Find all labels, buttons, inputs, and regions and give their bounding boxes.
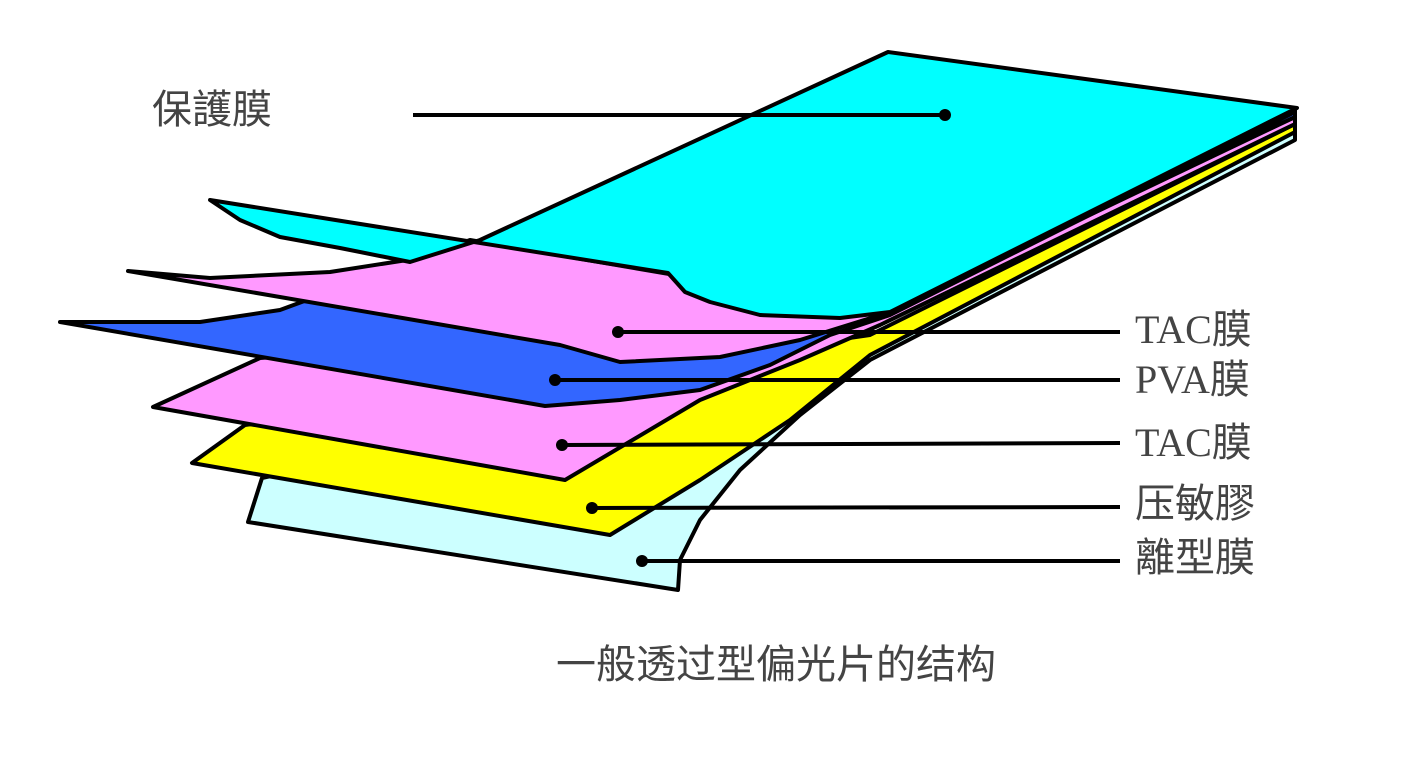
label-adhesive: 压敏膠 (1135, 481, 1255, 526)
diagram-caption: 一般透过型偏光片的结构 (556, 642, 996, 687)
protective-film-layer (208, 50, 1299, 320)
dot-tac-lower (556, 439, 568, 451)
label-protective-film: 保護膜 (152, 87, 272, 132)
label-tac-upper: TAC膜 (1135, 307, 1252, 352)
leader-tac-lower (561, 441, 1121, 447)
dot-pva (549, 374, 561, 386)
leader-lines (413, 113, 1121, 563)
dot-release-film (636, 555, 648, 567)
label-tac-lower: TAC膜 (1135, 420, 1252, 465)
label-release-film: 離型膜 (1135, 535, 1255, 580)
dot-adhesive (586, 502, 598, 514)
dot-tac-upper (612, 326, 624, 338)
leader-adhesive (591, 505, 1121, 510)
dot-protective-film (939, 109, 951, 121)
label-pva: PVA膜 (1135, 357, 1250, 402)
